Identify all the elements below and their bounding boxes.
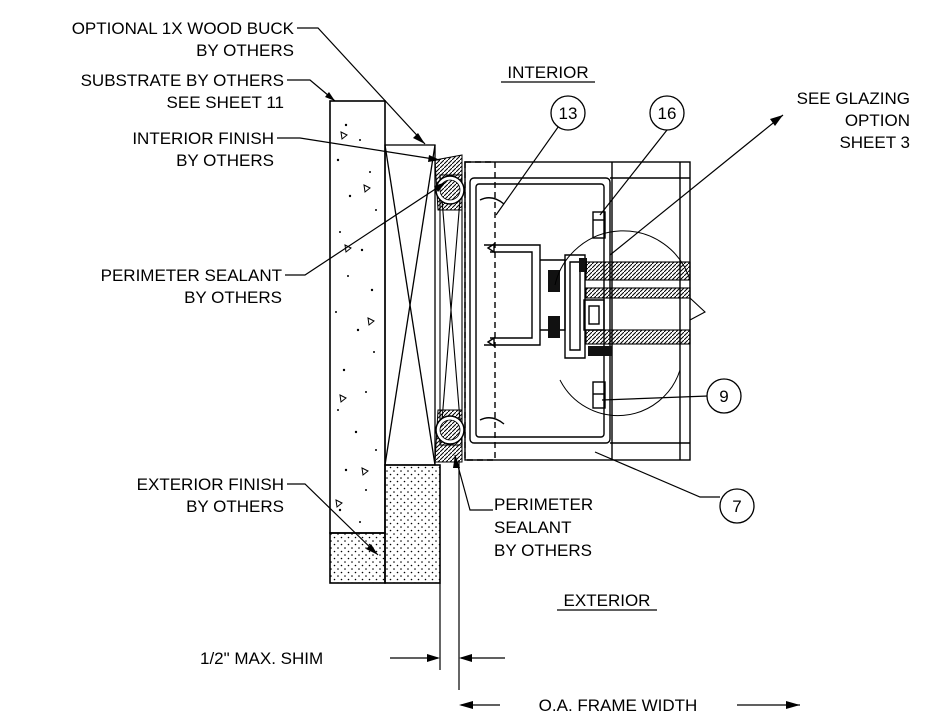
- callout-exterior-finish-line1: EXTERIOR FINISH: [137, 475, 284, 494]
- tag-7-circle: [719, 488, 755, 524]
- dimension-frame-width-label: O.A. FRAME WIDTH: [539, 696, 698, 715]
- tag-9: 9: [706, 378, 742, 414]
- callout-interior-finish-line1: INTERIOR FINISH: [132, 129, 274, 148]
- leader-arrowheads: [325, 92, 783, 555]
- callout-glazing-line3: SHEET 3: [839, 133, 910, 152]
- callout-glazing-line2: OPTION: [845, 111, 910, 130]
- callout-interior-finish-line2: BY OTHERS: [176, 151, 274, 170]
- perimeter-sealant-bottom: [434, 409, 465, 463]
- zone-exterior: EXTERIOR: [557, 591, 657, 611]
- tag-13-circle: [550, 95, 586, 131]
- dimension-shim-label: 1/2" MAX. SHIM: [200, 649, 323, 668]
- tag-9-circle: [706, 378, 742, 414]
- callout-substrate-line1: SUBSTRATE BY OTHERS: [81, 71, 284, 90]
- dimension-arrowheads: [427, 654, 800, 709]
- callout-wood-buck-line1: OPTIONAL 1X WOOD BUCK: [72, 19, 295, 38]
- zone-interior: INTERIOR: [501, 63, 595, 83]
- tag-13: 13: [550, 95, 586, 131]
- callout-interior-finish: INTERIOR FINISH BY OTHERS: [132, 129, 274, 170]
- callout-perimeter-sealant-bottom: PERIMETER SEALANT BY OTHERS: [494, 495, 593, 560]
- shim-space: [439, 174, 463, 446]
- glazing-gaskets: [548, 258, 612, 356]
- callout-perimeter-sealant-left-line2: BY OTHERS: [184, 288, 282, 307]
- zone-interior-label: INTERIOR: [507, 63, 588, 82]
- callout-perimeter-sealant-left-line1: PERIMETER SEALANT: [101, 266, 282, 285]
- exterior-finish-block: [384, 464, 441, 584]
- wood-buck: [384, 144, 436, 466]
- window-frame: [464, 161, 691, 461]
- callout-exterior-finish-line2: BY OTHERS: [186, 497, 284, 516]
- callout-glazing-line1: SEE GLAZING: [797, 89, 910, 108]
- tag-16-label: 16: [658, 104, 677, 123]
- callout-glazing-option: SEE GLAZING OPTION SHEET 3: [797, 89, 910, 152]
- glazing-option-arcs: [554, 230, 691, 417]
- tag-7-label: 7: [732, 497, 741, 516]
- insulated-glass-unit: [585, 261, 706, 345]
- tag-9-label: 9: [719, 387, 728, 406]
- callout-perimeter-sealant-bottom-line3: BY OTHERS: [494, 541, 592, 560]
- zone-exterior-label: EXTERIOR: [564, 591, 651, 610]
- callout-wood-buck-line2: BY OTHERS: [196, 41, 294, 60]
- callout-perimeter-sealant-bottom-line2: SEALANT: [494, 518, 571, 537]
- callout-exterior-finish: EXTERIOR FINISH BY OTHERS: [137, 475, 284, 516]
- callout-perimeter-sealant-left: PERIMETER SEALANT BY OTHERS: [101, 266, 282, 307]
- tag-16-circle: [649, 95, 685, 131]
- tag-16: 16: [649, 95, 685, 131]
- callout-substrate: SUBSTRATE BY OTHERS SEE SHEET 11: [81, 71, 284, 112]
- leader-lines: [277, 27, 784, 556]
- exterior-finish-base: [329, 532, 386, 584]
- callout-substrate-line2: SEE SHEET 11: [167, 93, 284, 112]
- tag-7: 7: [719, 488, 755, 524]
- perimeter-sealant-top: [434, 154, 465, 211]
- substrate-concrete: [329, 100, 386, 534]
- callout-perimeter-sealant-bottom-line1: PERIMETER: [494, 495, 593, 514]
- callout-wood-buck: OPTIONAL 1X WOOD BUCK BY OTHERS: [72, 19, 295, 60]
- tag-13-label: 13: [559, 104, 578, 123]
